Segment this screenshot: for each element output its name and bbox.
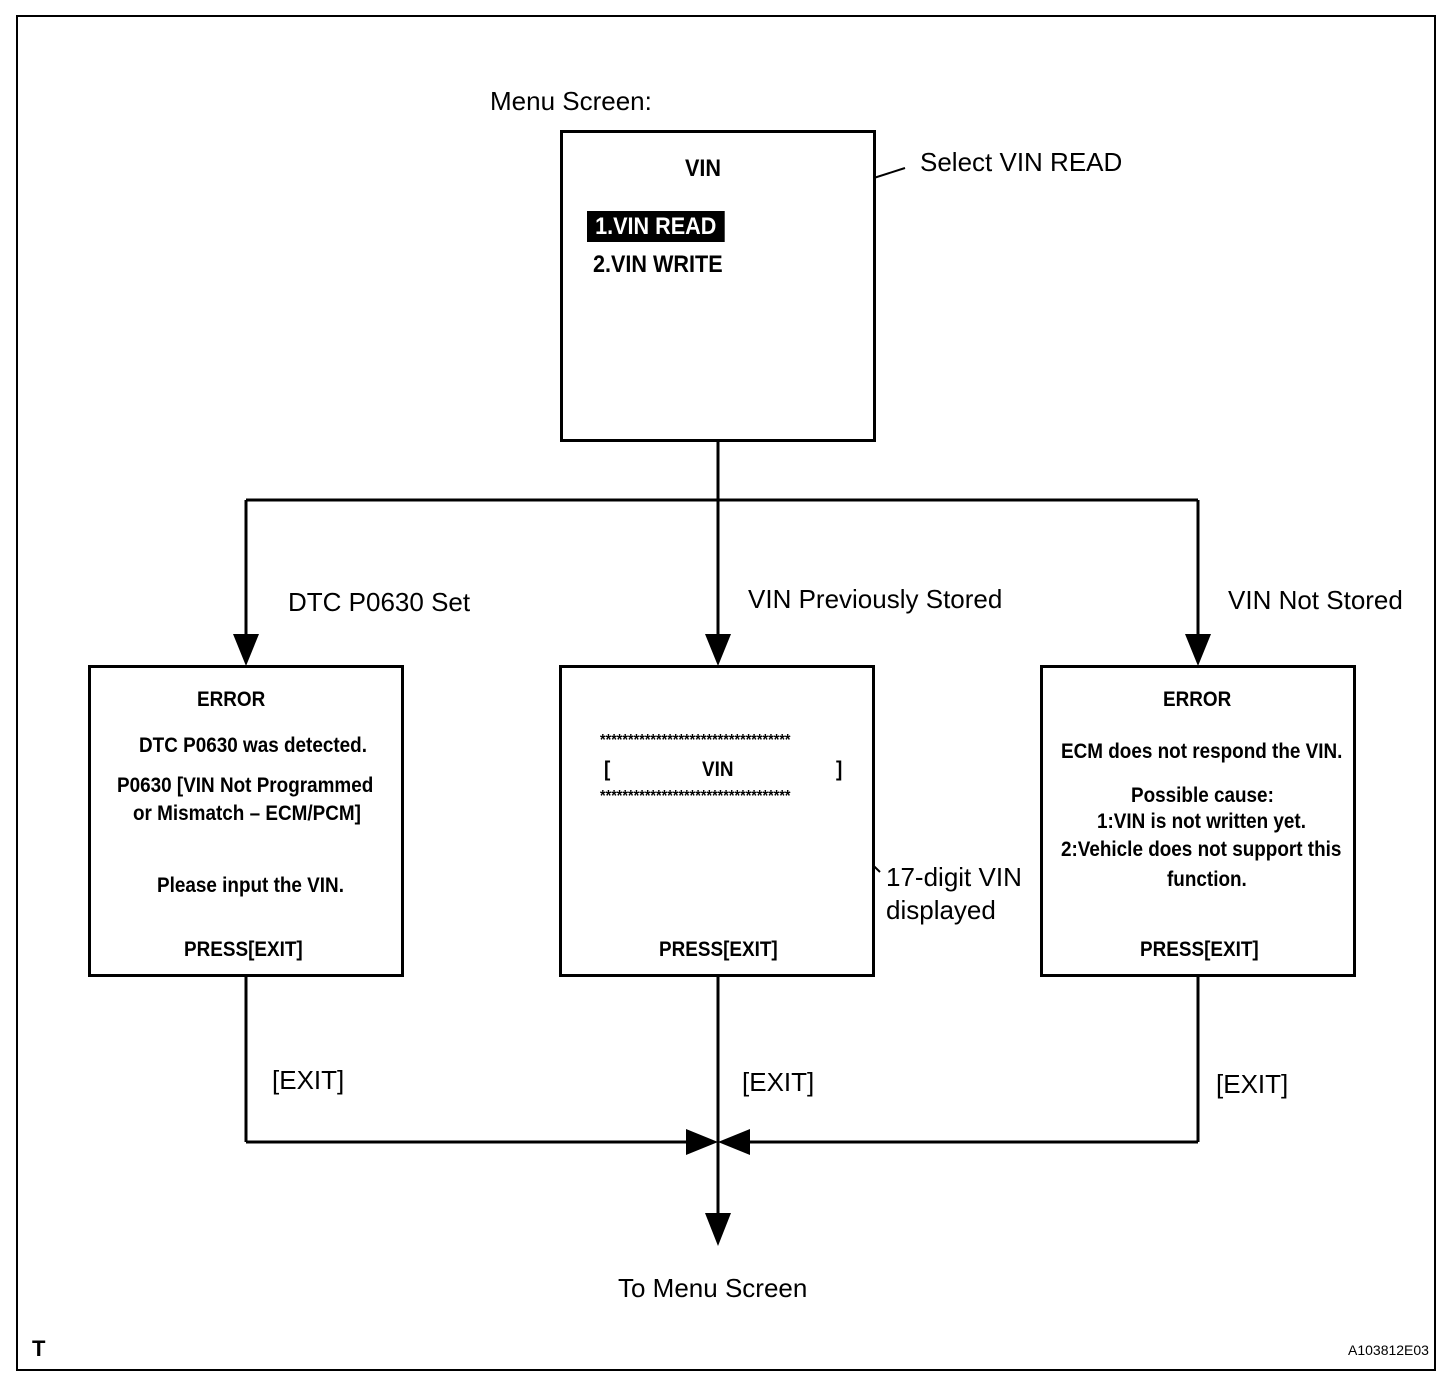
dtc-description-line-2: or Mismatch – ECM/PCM] — [133, 802, 361, 825]
select-vin-read-note: Select VIN READ — [920, 147, 1123, 177]
possible-cause-2: 2:Vehicle does not support this — [1061, 838, 1342, 861]
menu-screen-box: VIN 1.VIN READ 2.VIN WRITE — [560, 130, 876, 442]
menu-item-vin-read-label: 1.VIN READ — [587, 211, 725, 242]
no-response-press-exit[interactable]: PRESS[EXIT] — [1140, 938, 1259, 961]
no-response-error-title: ERROR — [1163, 688, 1232, 711]
input-vin-prompt: Please input the VIN. — [157, 874, 344, 897]
exit-label-right: [EXIT] — [1216, 1069, 1289, 1099]
vin-press-exit[interactable]: PRESS[EXIT] — [659, 938, 778, 961]
exit-label-left: [EXIT] — [272, 1065, 345, 1095]
vin-display-screen: ********************************** [ VIN… — [559, 665, 875, 977]
vin-value-label: VIN — [702, 758, 734, 781]
possible-cause-heading: Possible cause: — [1131, 784, 1274, 807]
figure-id: A103812E03 — [1348, 1342, 1429, 1358]
branch-label-vin-not-stored: VIN Not Stored — [1228, 585, 1403, 615]
dtc-error-title: ERROR — [197, 688, 266, 711]
diagram-frame — [16, 15, 1436, 1371]
vin-bracket-left: [ — [604, 758, 611, 781]
vin-note-line-1: 17-digit VIN — [886, 862, 1022, 892]
branch-label-dtc-set: DTC P0630 Set — [288, 587, 471, 617]
possible-cause-1: 1:VIN is not written yet. — [1097, 810, 1306, 833]
menu-screen-caption: Menu Screen: — [490, 86, 652, 116]
menu-screen-title: VIN — [685, 155, 722, 182]
vin-note-line-2: displayed — [886, 895, 996, 925]
dtc-description-line-1: P0630 [VIN Not Programmed — [117, 774, 374, 797]
to-menu-screen-label: To Menu Screen — [618, 1273, 808, 1303]
dtc-detected-text: DTC P0630 was detected. — [139, 734, 367, 757]
branch-label-vin-stored: VIN Previously Stored — [748, 584, 1003, 614]
no-response-error-screen: ERROR ECM does not respond the VIN. Poss… — [1040, 665, 1356, 977]
no-response-text: ECM does not respond the VIN. — [1061, 740, 1343, 763]
dtc-press-exit[interactable]: PRESS[EXIT] — [184, 938, 303, 961]
corner-mark: T — [32, 1336, 46, 1361]
menu-item-vin-write[interactable]: 2.VIN WRITE — [593, 251, 723, 278]
vin-stars-top: ********************************** — [600, 732, 791, 749]
menu-item-vin-read[interactable]: 1.VIN READ — [587, 211, 725, 242]
vin-stars-bottom: ********************************** — [600, 788, 791, 805]
vin-bracket-right: ] — [836, 758, 843, 781]
possible-cause-2-cont: function. — [1167, 868, 1247, 891]
dtc-error-screen: ERROR DTC P0630 was detected. P0630 [VIN… — [88, 665, 404, 977]
exit-label-middle: [EXIT] — [742, 1067, 815, 1097]
